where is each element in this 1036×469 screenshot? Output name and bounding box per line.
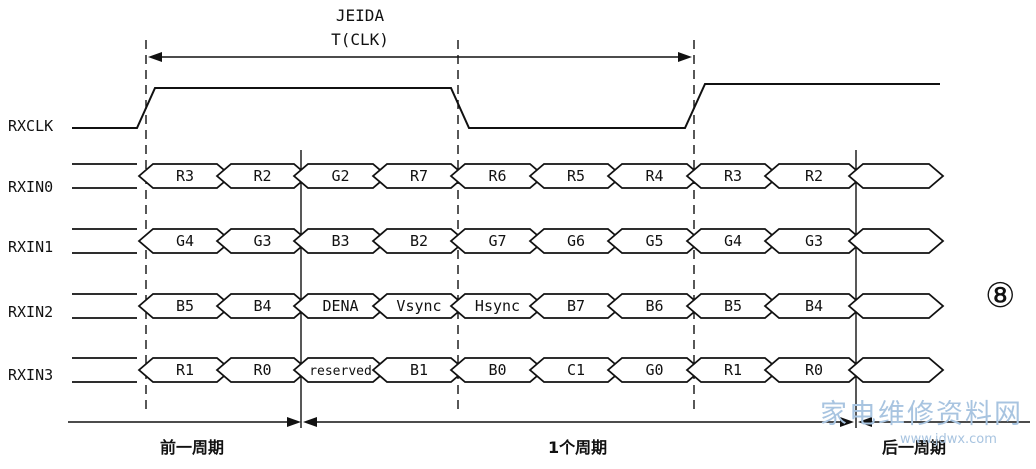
bit-cell-label: DENA <box>322 297 358 315</box>
signal-label-rxin2: RXIN2 <box>8 303 54 321</box>
header-period-label: T(CLK) <box>331 30 389 49</box>
previous-period-arrow-head <box>287 417 301 427</box>
bit-cell-label: B0 <box>488 361 506 379</box>
header-standard: JEIDA <box>335 6 385 25</box>
bit-cell-label: Hsync <box>475 297 520 315</box>
bit-cell-label: R1 <box>176 361 194 379</box>
bit-cell-label: R3 <box>176 167 194 185</box>
bit-cell <box>847 357 945 383</box>
next-period-arrow-head <box>858 417 872 427</box>
bit-cell-label: R2 <box>805 167 823 185</box>
bit-cell-label: G2 <box>331 167 349 185</box>
bit-cell-label: C1 <box>567 361 585 379</box>
bit-cell-label: G4 <box>724 232 742 250</box>
bit-cell-label: R3 <box>724 167 742 185</box>
tclk-arrow-head-right <box>678 52 692 62</box>
bit-cell-label: R2 <box>253 167 271 185</box>
bit-cell-label: G7 <box>488 232 506 250</box>
lane-rxin3: R1 R0 reserved B1 B0 C1 G0 R1 R0 <box>72 357 945 383</box>
rxclk-trace <box>72 83 940 129</box>
bit-cell-label: B7 <box>567 297 585 315</box>
bit-cell-label: B4 <box>253 297 271 315</box>
lane-rxin0: R3 R2 G2 R7 R6 R5 R4 R3 R2 <box>72 163 945 189</box>
bit-cell-label: R0 <box>805 361 823 379</box>
bit-cell-label: R6 <box>488 167 506 185</box>
bit-cell-label: R1 <box>724 361 742 379</box>
signal-label-rxin1: RXIN1 <box>8 238 54 256</box>
bit-cell-label: R0 <box>253 361 271 379</box>
bit-cell-label: B3 <box>331 232 349 250</box>
bit-cell-label: G6 <box>567 232 585 250</box>
period-current: 1个周期 <box>548 438 608 457</box>
tclk-arrow-head-left <box>148 52 162 62</box>
bit-cell-label: R4 <box>645 167 663 185</box>
rxclk-waveform <box>72 83 940 129</box>
period-next: 后一周期 <box>882 438 947 457</box>
bit-cell-label: B2 <box>410 232 428 250</box>
lane-rxin2: B5 B4 DENA Vsync Hsync B7 B6 B5 B4 <box>72 293 945 319</box>
bit-cell-label: R7 <box>410 167 428 185</box>
bit-cell-label: G5 <box>645 232 663 250</box>
current-period-arrow-head-right <box>840 417 854 427</box>
lane-rxin1: G4 G3 B3 B2 G7 G6 G5 G4 G3 <box>72 228 945 254</box>
bit-cell-label: B5 <box>176 297 194 315</box>
bit-cell-label: G0 <box>645 361 663 379</box>
figure-number: ⑧ <box>985 276 1016 316</box>
bit-cell <box>847 293 945 319</box>
bit-cell <box>847 228 945 254</box>
bit-cell-label: B4 <box>805 297 823 315</box>
bit-cell-label: B5 <box>724 297 742 315</box>
current-period-arrow-head-left <box>303 417 317 427</box>
bit-cell-label: G3 <box>253 232 271 250</box>
arrows <box>68 52 1030 427</box>
bit-cell-label: Vsync <box>396 297 441 315</box>
bit-cell-label: reserved <box>309 364 372 379</box>
watermark-text: 家电维修资料网 <box>820 399 1023 430</box>
clock-label: RXCLK <box>8 117 54 135</box>
bit-cell-label: B6 <box>645 297 663 315</box>
bit-cell-label: R5 <box>567 167 585 185</box>
bit-cell <box>847 163 945 189</box>
signal-label-rxin3: RXIN3 <box>8 366 54 384</box>
bit-cell-label: G4 <box>176 232 194 250</box>
bit-cell-label: G3 <box>805 232 823 250</box>
period-previous: 前一周期 <box>160 438 225 457</box>
bit-cell-label: B1 <box>410 361 428 379</box>
signal-label-rxin0: RXIN0 <box>8 178 54 196</box>
watermark-url: www.jdwx.com <box>900 432 997 447</box>
